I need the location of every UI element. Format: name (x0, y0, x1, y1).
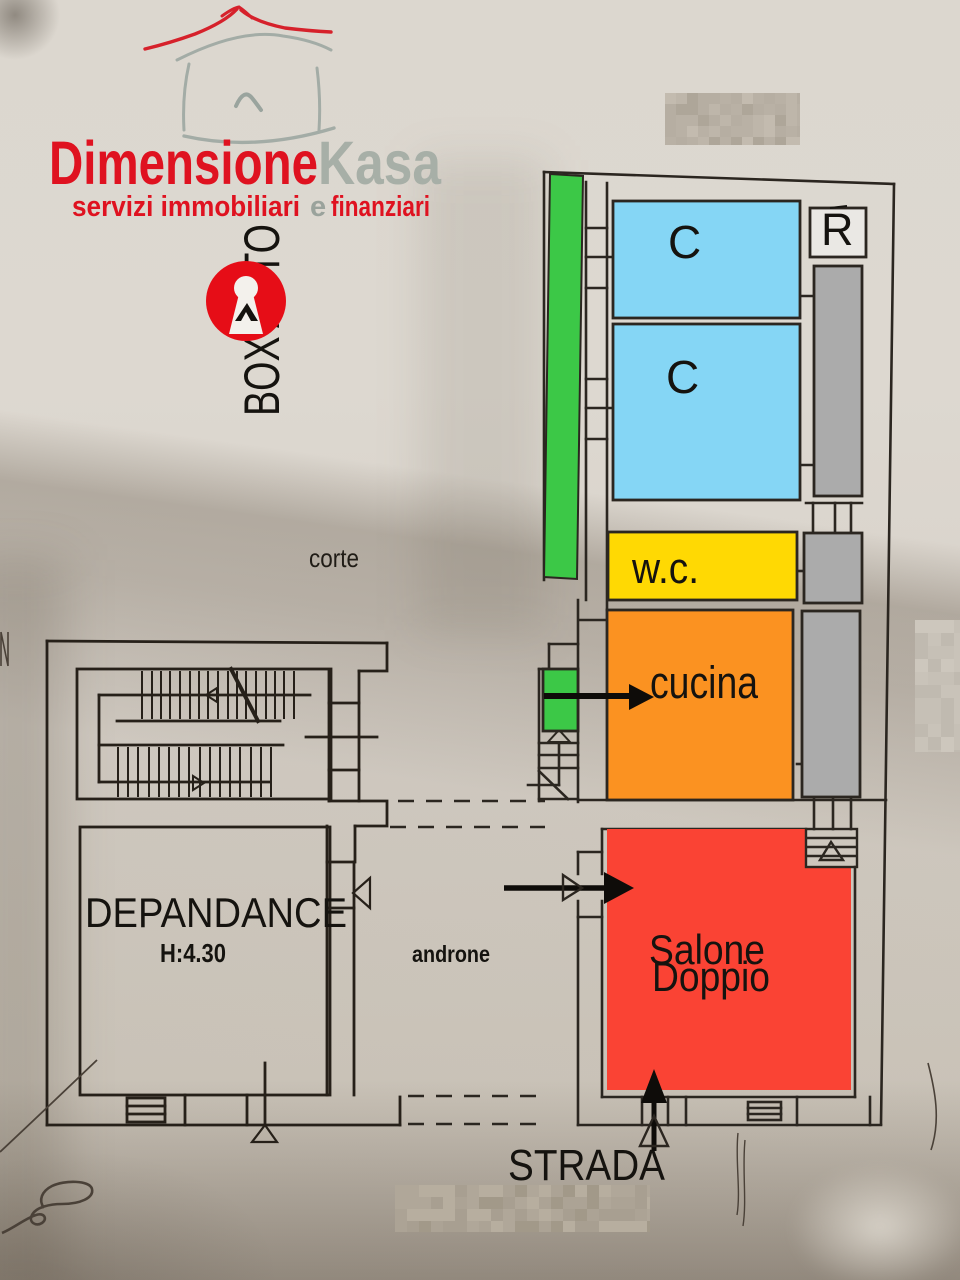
svg-text:H:4.30: H:4.30 (160, 938, 226, 968)
svg-text:Kasa: Kasa (318, 129, 442, 197)
svg-text:cucina: cucina (650, 657, 759, 708)
svg-text:R: R (821, 204, 854, 255)
svg-text:servizi immobiliari: servizi immobiliari (72, 191, 300, 223)
svg-text:corte: corte (309, 543, 359, 573)
svg-text:C: C (668, 216, 701, 268)
svg-text:STRADA: STRADA (508, 1141, 666, 1190)
svg-text:Salone: Salone (649, 926, 765, 973)
svg-text:w.c.: w.c. (631, 544, 699, 593)
svg-text:Doppio: Doppio (652, 953, 770, 1000)
svg-text:finanziari: finanziari (331, 191, 430, 223)
svg-text:e: e (310, 191, 326, 223)
svg-text:Dimensione: Dimensione (49, 129, 318, 197)
svg-text:androne: androne (412, 941, 490, 967)
svg-text:DEPANDANCE: DEPANDANCE (85, 889, 347, 936)
svg-text:C: C (666, 351, 699, 403)
